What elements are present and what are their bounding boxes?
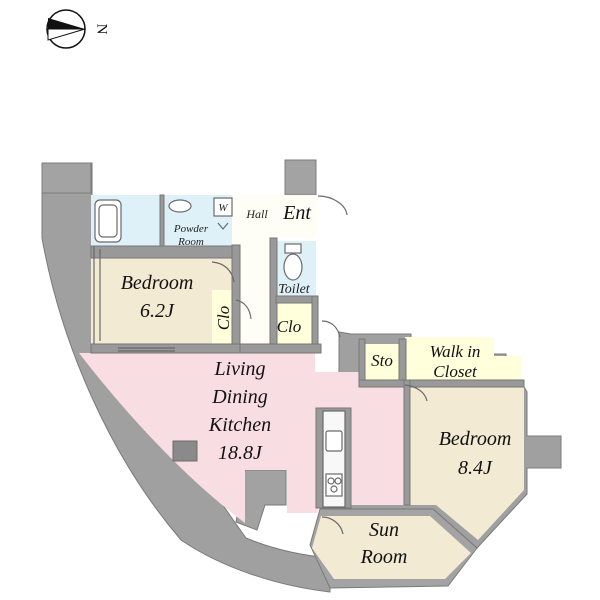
storage-left-wall [358, 338, 366, 382]
toilet-tank-icon [284, 243, 302, 254]
sun-room-line1: Sun [369, 519, 399, 541]
bedroom-right-name: Bedroom [439, 428, 512, 450]
stove-burner-1-icon [327, 477, 335, 485]
sun-room-line2: Room [360, 546, 408, 568]
walk-in-closet-line2: Closet [433, 362, 478, 381]
upper-right-wall-block [284, 159, 317, 196]
washer-box-icon [213, 197, 233, 217]
living-top-mid-wall [239, 343, 322, 354]
bathtub-icon [94, 199, 122, 243]
bedroom-left-area [91, 258, 232, 345]
door-swing-living-icon [321, 320, 341, 338]
left-closet-label: Clo [214, 306, 233, 331]
bedroom-left-size: 6.2J [140, 300, 175, 322]
entrance-label: Ent [282, 202, 311, 224]
living-label-line1: Living [213, 358, 265, 380]
upper-room-bottom-wall [90, 245, 241, 259]
bedroom-left-name: Bedroom [121, 272, 194, 294]
hall-left-wall [231, 244, 241, 346]
powder-room-line1: Powder [173, 223, 209, 235]
storage-label: Sto [371, 351, 393, 370]
sun-room-area [312, 516, 471, 579]
toilet-bowl-icon [283, 253, 303, 281]
column-block [172, 440, 198, 462]
toilet-label: Toilet [278, 282, 310, 297]
living-label-line3: Kitchen [208, 414, 271, 436]
right-closet-label: Clo [277, 317, 302, 336]
door-swing-bedroom-right-icon [404, 384, 428, 402]
toilet-bottom-wall [275, 295, 317, 304]
window-lines-left-icon [93, 246, 101, 344]
entrance-area [276, 195, 317, 238]
basin-icon [168, 199, 192, 213]
right-closet-area [275, 302, 312, 344]
window-lines-bottom-icon [118, 347, 175, 352]
hall-label: Hall [245, 207, 268, 221]
walk-in-closet-extra-area [494, 356, 522, 380]
living-label-line2: Dining [211, 386, 268, 408]
kitchen-sink-icon [325, 430, 343, 452]
door-swing-sun-room-icon [321, 516, 344, 535]
bedroom-left-wall [403, 379, 411, 506]
upper-left-wall-block [41, 162, 92, 194]
fixtures [93, 195, 428, 535]
stove-icon [325, 473, 343, 497]
door-swing-bedroom-icon [211, 261, 235, 283]
bedroom-right-size: 8.4J [458, 457, 493, 479]
closet-right-wall [311, 295, 319, 347]
stove-burner-3-icon [330, 485, 338, 493]
hall-area [232, 195, 276, 350]
washer-label: W [218, 202, 228, 214]
powder-room-line2: Room [177, 236, 204, 248]
walk-in-closet-line1: Walk in [430, 342, 481, 361]
compass-needle-outline-icon [47, 28, 86, 41]
walk-in-closet-area [405, 337, 494, 380]
washer-arrow-icon [217, 222, 229, 230]
compass-north-label: N [94, 24, 110, 35]
living-size-label: 18.8J [218, 442, 263, 464]
left-closet-area [212, 290, 235, 344]
compass: N [46, 9, 110, 49]
room-labels: Bedroom 6.2J Living Dining Kitchen 18.8J… [121, 202, 512, 568]
bath-powder-divider-wall [159, 194, 165, 248]
closet-bottom-wall [358, 379, 525, 388]
bathtub-inner-icon [98, 204, 118, 238]
bedroom-right-area [410, 387, 524, 540]
compass-needle-icon [48, 18, 85, 29]
storage-right-wall [398, 338, 407, 384]
door-swing-closet-icon [235, 299, 252, 320]
stove-burner-2-icon [334, 477, 342, 485]
door-swing-entrance-icon [317, 195, 348, 216]
storage-area [364, 344, 399, 380]
